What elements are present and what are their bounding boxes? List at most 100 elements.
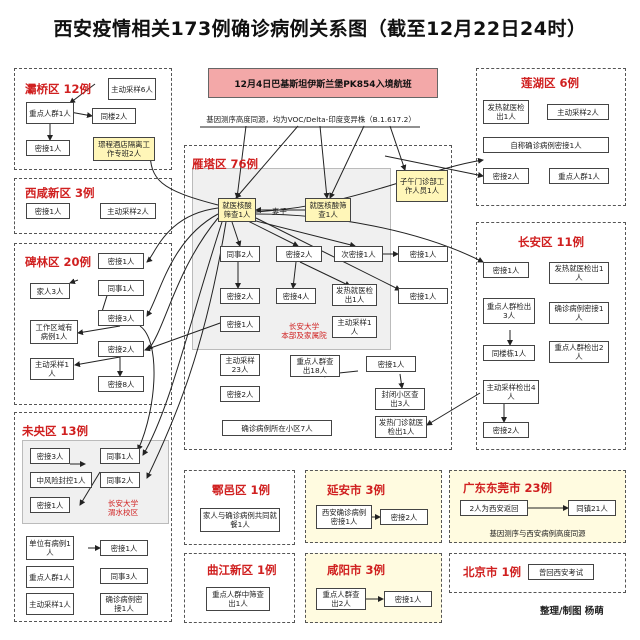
node-dongguan-returned: 2人为西安返回 [460,500,528,516]
node-ziwu-clinic-staff: 子午门诊部工作人员1人 [396,170,448,202]
xianyang-label: 咸阳市 3例 [327,563,386,577]
node-baqiao-hotel-staff: 璟程酒店隔离工作专班2人 [93,137,155,161]
node-yanta-contact-2c: 密接2人 [220,386,260,402]
node-beilin-contact-2: 密接2人 [98,341,144,357]
node-beilin-contact-8: 密接8人 [98,376,144,392]
node-yanta-community-cases: 确诊病例所在小区7人 [222,420,332,436]
node-baqiao-active-sampling: 主动采样6人 [108,78,156,100]
node-lianhu-active-sampling: 主动采样2人 [547,104,609,120]
page-title: 西安疫情相关173例确诊病例关系图（截至12月22日24时） [53,18,587,40]
node-beilin-workplace: 工作区域有病例1人 [30,320,78,344]
yanta-label: 雁塔区 76例 [192,157,259,171]
huyi-label: 鄠邑区 1例 [212,483,271,497]
dongguan-gene-note: 基因测序与西安病例高度同源 [489,529,586,538]
node-yanta-sealed-community: 封闭小区查出3人 [375,388,425,410]
changan-univ-label-line1: 长安大学 [288,322,320,331]
weiyang-univ-label-line1: 长安大学 [107,499,139,508]
node-yanta-contact-2a: 密接2人 [276,246,322,262]
xixian-label: 西咸新区 3例 [25,186,95,200]
node-changan-contact-2: 密接2人 [483,422,529,438]
yanta-region [184,145,452,450]
baqiao-label: 灞桥区 12例 [25,82,92,96]
node-yanta-colleague: 同事2人 [220,246,260,262]
beilin-region [14,243,172,405]
node-beijing-exam: 曾回西安考试 [528,564,594,580]
lianhu-label: 莲湖区 6例 [521,76,580,90]
yanan-label: 延安市 3例 [327,483,386,497]
huyi-region [184,470,295,545]
node-yanta-contact-4: 密接4人 [276,288,316,304]
node-yanan-contact-2: 密接2人 [380,509,428,525]
node-yanta-contact-far: 密接1人 [398,288,448,304]
dongguan-label: 广东东莞市 23例 [463,481,553,495]
wife-label: 妻子 [272,207,287,216]
node-changan-key-group-2: 重点人群检出2人 [549,341,609,363]
node-xixian-contact: 密接1人 [26,203,70,219]
changan-univ-label: 长安大学 本部及家属院 [276,322,332,340]
node-baqiao-key-group: 重点人群1人 [26,102,74,124]
node-huyi-family-dinner: 家人与确诊病例共同就餐1人 [200,508,280,532]
node-weiyang-active-sampling: 主动采样1人 [26,593,74,615]
node-yanta-fever: 发热就医检出1人 [332,284,377,306]
node-weiyang-lockdown: 中风险封控1人 [30,472,92,488]
baqiao-region [14,68,172,170]
node-weiyang-colleague-2: 同事2人 [100,472,140,488]
node-dongguan-same-town: 同镇21人 [568,500,616,516]
node-beilin-colleague: 同事1人 [98,280,144,296]
changan-region [476,222,626,450]
beilin-label: 碑林区 20例 [25,255,92,269]
beijing-region [449,553,626,593]
node-xixian-active-sampling: 主动采样2人 [100,203,156,219]
node-qujiang-key-group: 重点人群中筛查出1人 [206,587,270,611]
node-yanta-contact-mid: 密接1人 [366,356,416,372]
node-yanta-fever-clinic: 发热门诊就医检出1人 [375,416,427,438]
weiyang-univ-label: 长安大学 渭水校区 [98,499,148,517]
node-beilin-family: 家人3人 [30,283,70,299]
node-yanta-secondary-contact: 次密接1人 [334,246,383,262]
gene-note: 基因测序高度同源，均为VOC/Delta-印度变异株（B.1.617.2） [206,115,416,124]
node-weiyang-contact-1b: 密接1人 [100,540,148,556]
node-beilin-contact-3: 密接3人 [98,310,144,326]
weiyang-univ-label-line2: 渭水校区 [107,508,139,517]
node-yanta-contact-2b: 密接2人 [220,288,260,304]
credit: 整理/制图 杨萌 [540,606,604,617]
node-weiyang-colleague-3: 同事3人 [100,568,148,584]
node-baqiao-contact: 密接1人 [26,140,70,156]
changan-label: 长安区 11例 [518,235,585,249]
node-yanta-contact-left: 密接1人 [220,316,260,332]
node-changan-active-sampling: 主动采样检出4人 [483,380,539,404]
flight-box: 12月4日巴基斯坦伊斯兰堡PK854入境航班 [208,68,438,98]
qujiang-region [184,553,295,623]
node-yanan-xian-contact: 西安确诊病例密接1人 [316,505,372,529]
node-baqiao-same-building: 同楼2人 [92,108,136,124]
node-weiyang-contact-3: 密接3人 [30,448,70,464]
node-yanta-key-group-18: 重点人群查出18人 [290,355,340,377]
lianhu-region [476,68,626,206]
weiyang-label: 未央区 13例 [22,424,89,438]
node-weiyang-workplace: 单位有病例1人 [26,536,74,560]
node-xianyang-key-group: 重点人群查出2人 [316,588,366,610]
node-changan-contact: 密接1人 [483,262,529,278]
node-weiyang-key-group: 重点人群1人 [26,566,74,588]
node-yanta-active-sampling-23: 主动采样23人 [220,354,260,376]
qujiang-label: 曲江新区 1例 [207,563,277,577]
node-yanta-contact-right: 密接1人 [398,246,448,262]
node-yanta-clinic-screening-1: 就医核酸筛查1人 [218,198,256,222]
beijing-label: 北京市 1例 [463,565,522,579]
node-changan-key-group-3: 重点人群检出3人 [483,298,535,324]
node-beilin-active-sampling: 主动采样1人 [30,358,74,380]
node-weiyang-contact-1: 密接1人 [30,497,70,513]
node-changan-confirmed-contact: 确诊病例密接1人 [549,302,609,324]
xixian-region [14,178,172,234]
node-weiyang-colleague-1: 同事1人 [100,448,140,464]
node-lianhu-key-group: 重点人群1人 [549,168,609,184]
node-lianhu-claimed-contact: 自称确诊病例密接1人 [483,137,609,153]
node-lianhu-fever: 发热就医检出1人 [483,100,529,124]
node-xianyang-contact: 密接1人 [384,591,432,607]
node-changan-same-building: 同楼栋1人 [483,345,535,361]
changan-univ-label-line2: 本部及家属院 [281,331,327,340]
node-yanta-clinic-screening-2: 就医核酸筛查1人 [305,198,351,222]
weiyang-region [14,412,172,622]
node-lianhu-contact: 密接2人 [483,168,529,184]
